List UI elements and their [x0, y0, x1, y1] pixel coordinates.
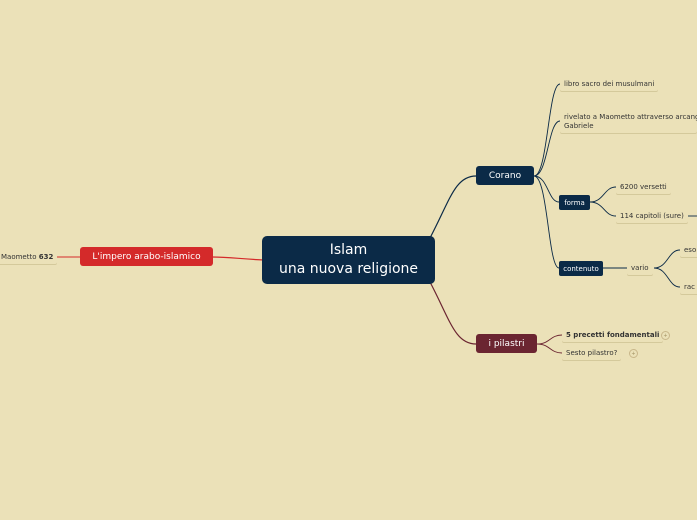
link-corano-forma [533, 175, 560, 203]
central-topic[interactable]: Islam una nuova religione [262, 236, 435, 284]
rac-label: rac [684, 283, 696, 291]
link-pilastri-sesto [536, 343, 563, 354]
link-forma-capitoli [589, 201, 617, 217]
topic-maometto[interactable]: Maometto 632 [0, 251, 58, 264]
expand-precetti-glyph: + [663, 332, 668, 339]
vario-label: vario [631, 264, 649, 272]
subtopic-versetti[interactable]: 6200 versetti [616, 181, 671, 194]
subtopic-forma[interactable]: forma [559, 195, 590, 210]
subtopic-rac[interactable]: rac [680, 281, 697, 294]
topic-corano-label: Corano [488, 170, 522, 181]
link-central-pilastri [429, 281, 477, 345]
link-central-corano [429, 175, 477, 239]
central-title-line2: una nuova religione [278, 261, 419, 277]
capitoli-label: 114 capitoli (sure) [620, 212, 684, 220]
link-pilastri-precetti [536, 334, 563, 345]
link-vario-eso [653, 249, 681, 269]
maometto-year: 632 [38, 253, 54, 261]
versetti-label: 6200 versetti [620, 183, 667, 191]
rivelato-line1: rivelato a Maometto attraverso arcang [564, 113, 697, 121]
rivelato-line2: Gabriele [564, 122, 594, 130]
subtopic-rivelato[interactable]: rivelato a Maometto attraverso arcang Ga… [560, 111, 697, 133]
subtopic-sesto-pilastro[interactable]: Sesto pilastro? [562, 347, 622, 360]
subtopic-libro-sacro[interactable]: libro sacro dei musulmani [560, 78, 659, 91]
link-forma-versetti [589, 186, 617, 203]
expand-sesto-icon[interactable]: + [629, 349, 638, 358]
forma-label: forma [564, 198, 585, 207]
subtopic-contenuto[interactable]: contenuto [559, 261, 603, 276]
link-corano-contenuto [533, 175, 560, 269]
topic-corano[interactable]: Corano [476, 166, 534, 185]
maometto-text: Maometto [1, 253, 39, 261]
subtopic-eso[interactable]: eso [680, 244, 697, 257]
topic-impero[interactable]: L'impero arabo-islamico [80, 247, 213, 266]
precetti-label: 5 precetti fondamentali [566, 331, 660, 339]
expand-sesto-glyph: + [631, 350, 636, 357]
topic-impero-label: L'impero arabo-islamico [92, 251, 201, 262]
link-corano-libro [533, 83, 561, 177]
contenuto-label: contenuto [563, 264, 599, 273]
sesto-label: Sesto pilastro? [566, 349, 618, 357]
link-central-impero [211, 256, 265, 261]
topic-pilastri-label: i pilastri [488, 338, 525, 349]
subtopic-vario[interactable]: vario [627, 262, 653, 275]
link-vario-rac [653, 267, 681, 288]
central-title-line1: Islam [329, 242, 368, 258]
libro-sacro-label: libro sacro dei musulmani [564, 80, 655, 88]
subtopic-precetti[interactable]: 5 precetti fondamentali [562, 329, 664, 342]
topic-pilastri[interactable]: i pilastri [476, 334, 537, 353]
link-corano-rivelato [533, 120, 561, 177]
subtopic-capitoli[interactable]: 114 capitoli (sure) [616, 210, 688, 223]
expand-precetti-icon[interactable]: + [661, 331, 670, 340]
eso-label: eso [684, 246, 697, 254]
